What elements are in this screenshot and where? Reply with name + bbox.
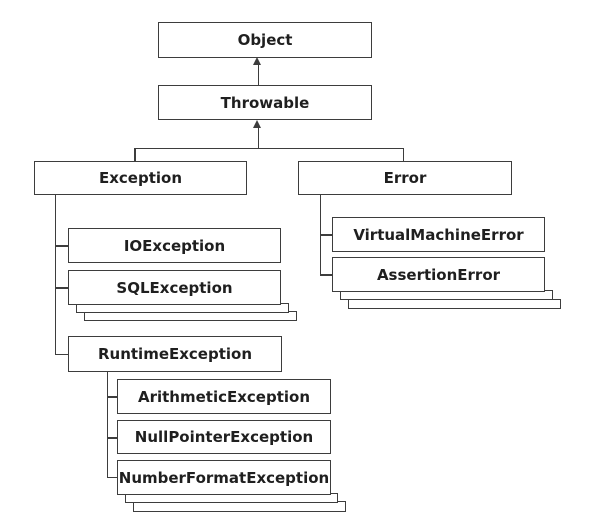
arrow-head-up-icon [253, 57, 261, 65]
node-runtimeexception: RuntimeException [68, 336, 282, 372]
node-object-label: Object [237, 31, 293, 49]
node-error-label: Error [383, 169, 427, 187]
node-virtualmachineerror-label: VirtualMachineError [353, 225, 524, 244]
node-assertionerror-label: AssertionError [376, 265, 501, 284]
node-exception-label: Exception [98, 169, 183, 187]
edge-stub-numberformatexception [106, 476, 118, 478]
node-virtualmachineerror: VirtualMachineError [332, 217, 545, 252]
edge-stub-runtimeexception [54, 353, 69, 355]
edge-stub-sqlexception [54, 287, 69, 289]
edge-junction-bar [134, 147, 404, 149]
edge-stub-assertionerror [319, 274, 333, 276]
node-ioexception-label: IOException [123, 236, 226, 255]
node-numberformatexception: NumberFormatException [117, 460, 331, 495]
edge-stub-virtualmachineerror [319, 234, 333, 236]
node-nullpointerexception: NullPointerException [117, 420, 331, 454]
node-arithmeticexception-label: ArithmeticException [137, 387, 311, 406]
edge-throwable-object [257, 62, 259, 85]
node-numberformatexception-label: NumberFormatException [118, 468, 330, 487]
node-throwable: Throwable [158, 85, 372, 120]
edge-junction-error [402, 147, 404, 162]
node-object: Object [158, 22, 372, 58]
stack-sheet-assertionerror [348, 299, 561, 309]
arrow-head-up-icon [253, 120, 261, 128]
edge-junction-exception [134, 147, 136, 162]
node-runtimeexception-label: RuntimeException [97, 345, 253, 363]
edge-stub-arithmeticexception [106, 396, 118, 398]
edge-junction-throwable [257, 126, 259, 148]
node-exception: Exception [34, 161, 247, 195]
node-error: Error [298, 161, 512, 195]
node-nullpointerexception-label: NullPointerException [134, 428, 314, 446]
node-throwable-label: Throwable [220, 93, 310, 112]
node-assertionerror: AssertionError [332, 257, 545, 292]
node-ioexception: IOException [68, 228, 281, 263]
edge-exception-trunk [54, 195, 56, 355]
node-sqlexception: SQLException [68, 270, 281, 305]
edge-stub-ioexception [54, 245, 69, 247]
edge-stub-nullpointerexception [106, 437, 118, 439]
edge-runtime-trunk [106, 372, 108, 478]
node-arithmeticexception: ArithmeticException [117, 379, 331, 414]
node-sqlexception-label: SQLException [116, 278, 233, 297]
